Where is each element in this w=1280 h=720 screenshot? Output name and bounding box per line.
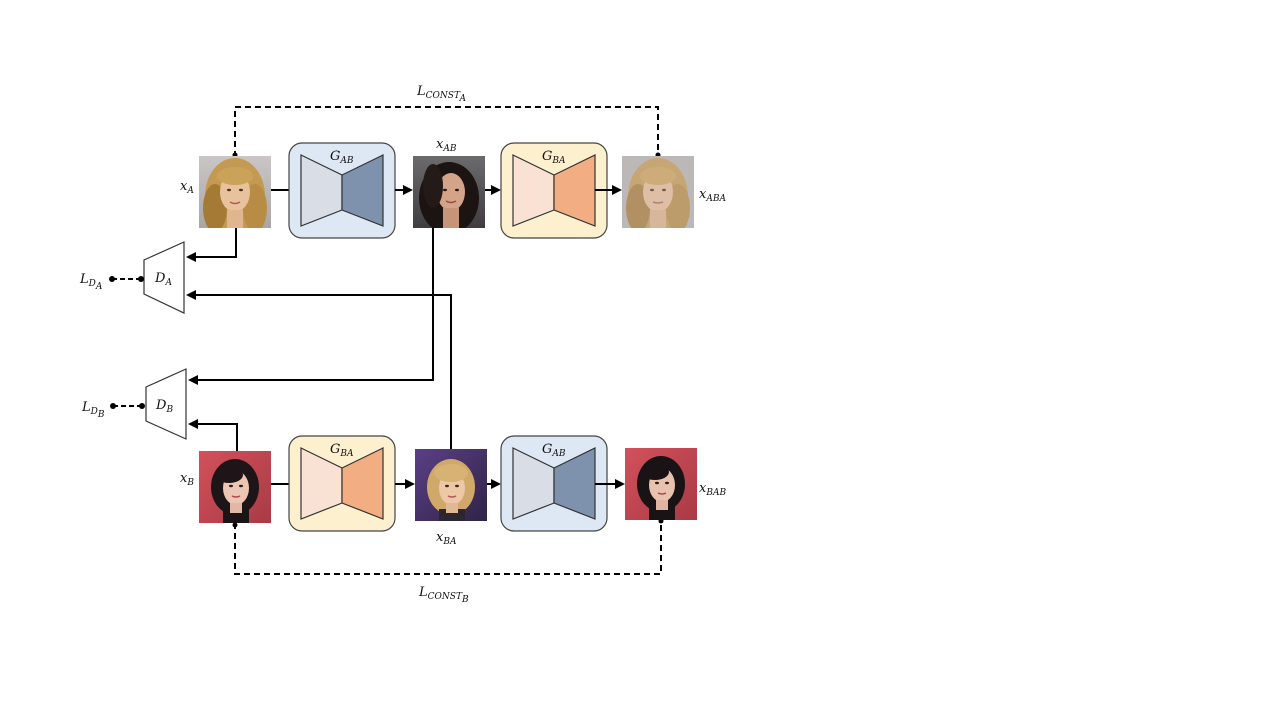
- generator-g-ba-top: GBA: [500, 142, 608, 239]
- discriminator-d-a: DA: [143, 241, 185, 314]
- arrow-xab-to-db: [188, 228, 434, 385]
- svg-text:GBA: GBA: [330, 442, 354, 459]
- label-x-b: xB: [180, 471, 194, 488]
- svg-text:DA: DA: [154, 271, 172, 288]
- svg-text:GAB: GAB: [330, 149, 354, 166]
- svg-text:GAB: GAB: [542, 442, 566, 459]
- label-x-a: xA: [180, 179, 194, 196]
- svg-text:GBA: GBA: [542, 149, 566, 166]
- arrow-xba-to-da: [186, 290, 452, 449]
- label-x-ab: xAB: [436, 137, 457, 154]
- const-b-loop: [232, 518, 664, 575]
- generator-g-ba-bottom: GBA: [288, 435, 396, 532]
- image-x-aba: [622, 156, 694, 228]
- l-da-dashed-connector: [109, 276, 144, 282]
- arrow-xb-to-db: [188, 419, 238, 451]
- label-x-aba: xABA: [699, 187, 726, 204]
- l-db-dashed-connector: [110, 403, 145, 409]
- label-l-da: LDA: [79, 272, 103, 292]
- discriminator-d-b: DB: [145, 368, 187, 440]
- generator-g-ab-top: GAB: [288, 142, 396, 239]
- label-x-bab: xBAB: [699, 481, 726, 498]
- svg-text:DB: DB: [155, 398, 173, 415]
- generator-g-ab-bottom: GAB: [500, 435, 608, 532]
- arrow-xa-to-da: [186, 228, 237, 262]
- image-x-a: [199, 156, 271, 228]
- label-l-const-a: LCONSTA: [416, 84, 466, 104]
- image-x-b: [199, 451, 271, 523]
- label-l-const-b: LCONSTB: [418, 585, 469, 605]
- label-l-db: LDB: [81, 400, 105, 420]
- label-x-ba: xBA: [436, 530, 457, 547]
- image-x-ba: [415, 449, 487, 521]
- image-x-ab: [413, 156, 485, 228]
- image-x-bab: [625, 448, 697, 520]
